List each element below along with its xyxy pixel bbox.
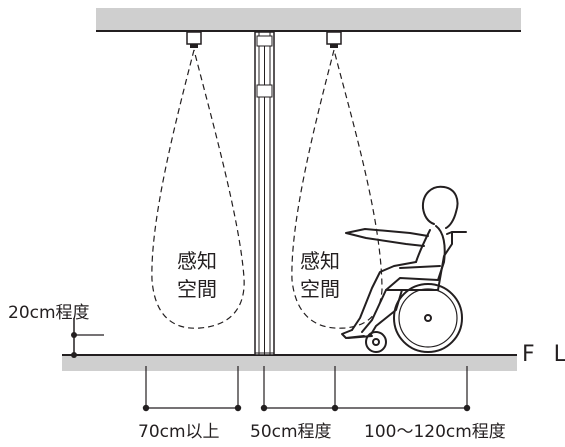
ceiling-slab [96, 8, 521, 30]
person-leg-front [351, 261, 417, 331]
dimension-dot-3 [260, 404, 268, 412]
dimension-dot-4 [331, 404, 339, 412]
floor [62, 354, 517, 371]
right-sensing-zone [291, 49, 383, 329]
dimension-dots [142, 404, 471, 412]
wheelchair-caster [365, 331, 387, 353]
floor-slab [62, 355, 517, 371]
left-sensing-zone [151, 49, 245, 329]
wheelchair-big-wheel [393, 283, 463, 353]
dimension-label-1: 70cm以上 [138, 422, 220, 442]
dimension-label-3: 100～120cm程度 [364, 422, 506, 442]
wheelchair-caster-hub [372, 338, 380, 346]
dimension-label-2: 50cm程度 [250, 422, 332, 442]
wheelchair-user-icon [341, 185, 467, 353]
height-indicator-top-dot [71, 332, 77, 338]
dimension-lines [145, 366, 468, 410]
height-indicator-bottom-dot [71, 352, 77, 358]
right-sensor-icon [326, 31, 342, 45]
dimension-dot-1 [142, 404, 150, 412]
left-sensor-icon [186, 31, 202, 45]
right-sensor-lens [330, 44, 338, 48]
floor-level-label: F L [522, 342, 565, 367]
person-back [435, 225, 446, 281]
sensing-zone-left-line2: 空間 [177, 277, 217, 301]
wheelchair-hub [424, 314, 432, 322]
left-sensor-lens [190, 44, 198, 48]
dimension-dot-2 [234, 404, 242, 412]
wheelchair-backrest [437, 231, 453, 291]
sensing-zone-left-line1: 感知 [177, 249, 217, 273]
height-indicator [71, 318, 104, 358]
wheelchair-hand-rim [398, 288, 458, 348]
door-frame [254, 31, 275, 356]
door-top-rail [256, 35, 273, 47]
dimension-dot-5 [463, 404, 471, 412]
ceiling [96, 8, 521, 32]
person-arm [345, 228, 429, 247]
sensing-zone-right-line2: 空間 [300, 277, 340, 301]
height-label: 20cm程度 [8, 303, 90, 323]
sensing-zone-right-line1: 感知 [300, 249, 340, 273]
person-head [421, 185, 459, 229]
ceiling-sensor-icon [186, 31, 342, 48]
wheelchair-armrest [399, 265, 441, 269]
door-mid-rail [256, 84, 273, 98]
person-face [422, 207, 435, 225]
